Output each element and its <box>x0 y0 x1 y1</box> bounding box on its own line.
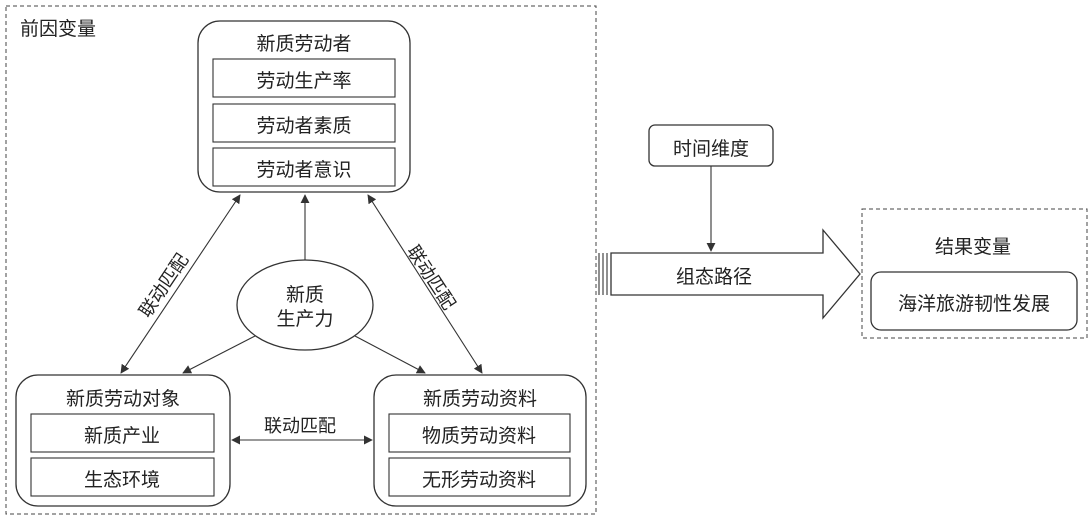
arrow-center-to-object <box>182 335 256 374</box>
means-item-box-1 <box>388 413 571 453</box>
means-item-box-2 <box>388 457 571 497</box>
outcome-item-box <box>870 271 1078 331</box>
path-label: 组态路径 <box>675 266 753 288</box>
arrow-center-to-means <box>354 335 426 374</box>
link-arrow-left <box>120 194 241 374</box>
laborer-item-box-1 <box>212 58 396 98</box>
means-item-2: 无形劳动资料 <box>421 469 537 491</box>
object-item-box-2 <box>30 457 215 497</box>
link-label-bottom: 联动匹配 <box>264 416 336 437</box>
productivity-line-2: 生产力 <box>276 308 334 330</box>
object-item-box-1 <box>30 413 215 453</box>
laborer-item-1: 劳动生产率 <box>256 70 352 92</box>
object-item-1: 新质产业 <box>83 425 161 447</box>
path-arrow <box>610 228 861 320</box>
outcome-title: 结果变量 <box>934 236 1012 258</box>
means-item-1: 物质劳动资料 <box>421 425 537 447</box>
outcome-item: 海洋旅游韧性发展 <box>897 293 1051 315</box>
laborer-item-3: 劳动者意识 <box>256 159 352 181</box>
laborer-item-box-3 <box>212 147 396 187</box>
productivity-line-1: 新质 <box>285 284 325 306</box>
time-dimension-label: 时间维度 <box>672 138 750 160</box>
means-title: 新质劳动资料 <box>422 388 538 410</box>
link-arrow-right <box>367 194 483 374</box>
laborer-item-box-2 <box>212 103 396 143</box>
laborer-title: 新质劳动者 <box>256 33 352 55</box>
object-item-2: 生态环境 <box>83 469 161 491</box>
antecedent-title: 前因变量 <box>20 18 97 40</box>
object-title: 新质劳动对象 <box>65 388 181 410</box>
antecedent-frame <box>5 5 597 515</box>
outcome-frame <box>861 208 1088 339</box>
laborer-item-2: 劳动者素质 <box>256 115 352 137</box>
